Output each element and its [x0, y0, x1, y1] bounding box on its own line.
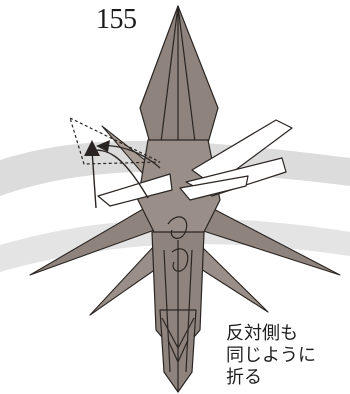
instruction-line-3: 折る	[226, 367, 316, 389]
main-body	[138, 6, 220, 392]
instruction-line-2: 同じように	[226, 345, 316, 367]
top-point	[140, 6, 218, 150]
fold-instruction: 反対側も 同じように 折る	[226, 323, 316, 389]
instruction-line-1: 反対側も	[226, 323, 316, 345]
step-number: 155	[96, 6, 137, 34]
